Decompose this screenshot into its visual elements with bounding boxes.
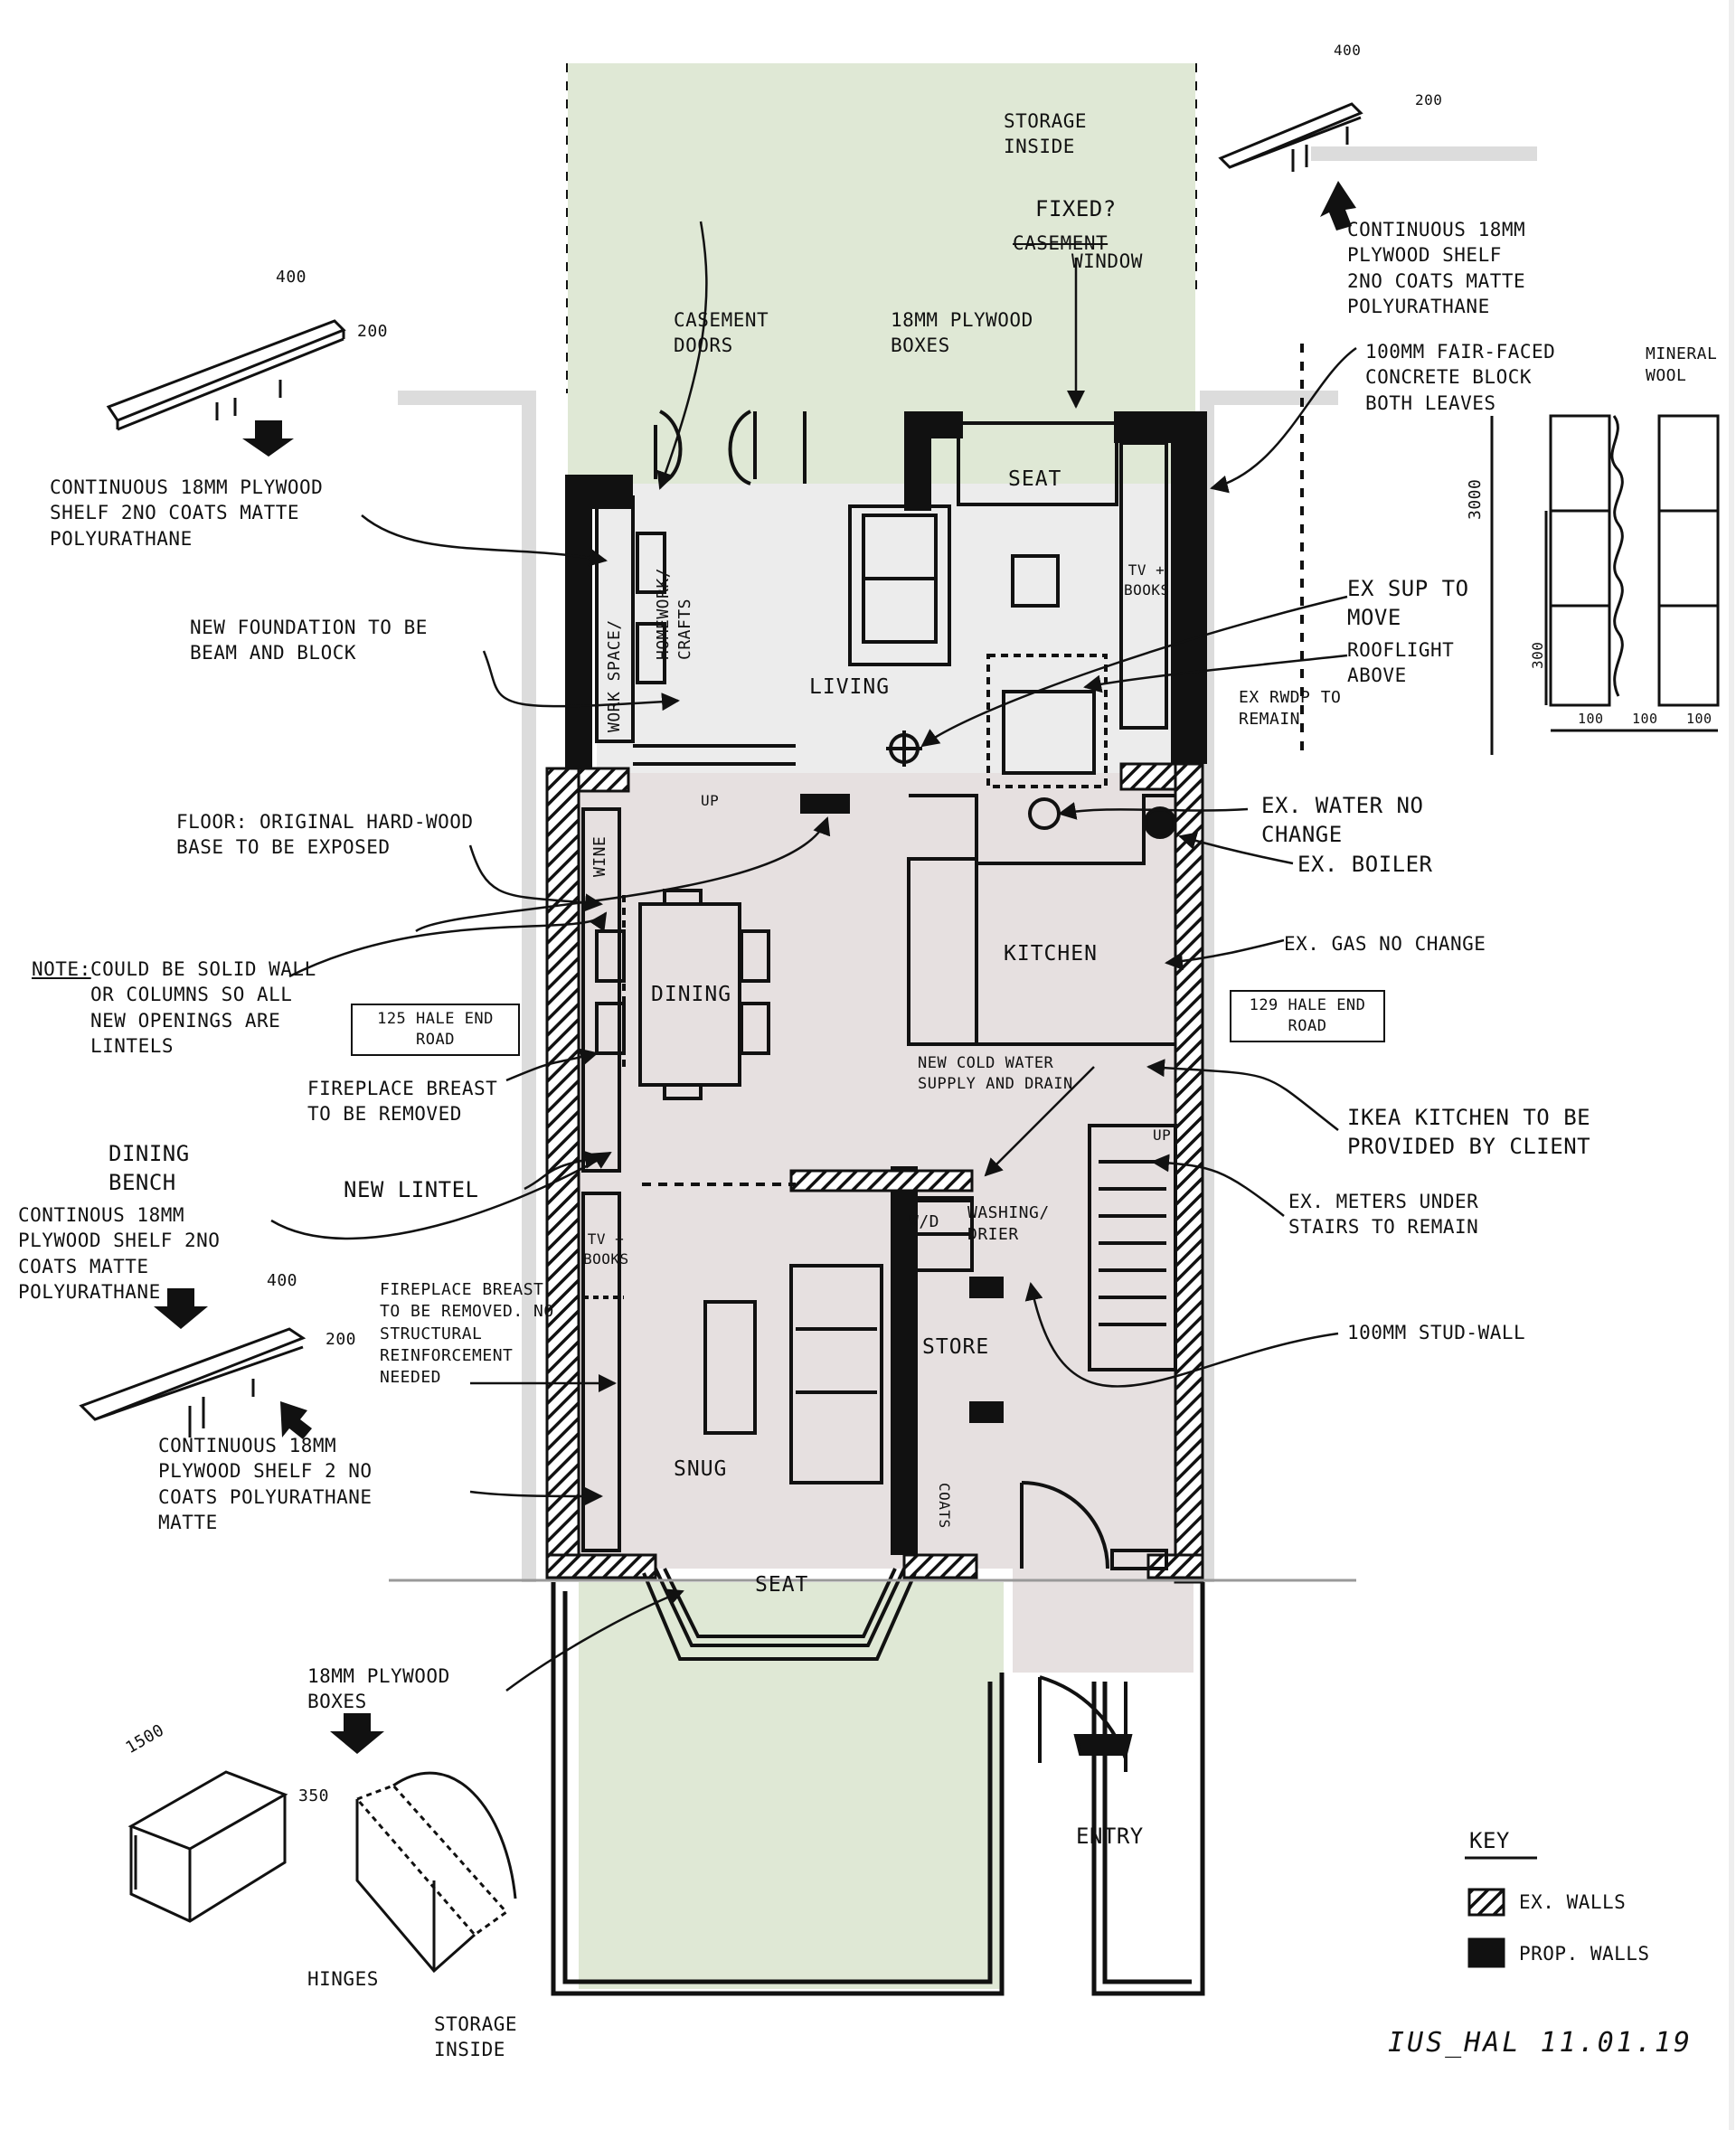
label-fireplace-2: Fireplace breast to be removed. No struc…: [380, 1280, 554, 1388]
snug-furniture: [581, 1192, 974, 1552]
label-shelf-top-left: Continuous 18mm plywood shelf 2no coats …: [50, 476, 324, 550]
label-up-1: UP: [701, 792, 720, 809]
dim-shelf-h: 200: [357, 322, 389, 341]
label-storage-inside-top: Storage inside: [1004, 110, 1088, 158]
label-plywood-boxes-top: 18mm plywood boxes: [891, 309, 1033, 357]
arrow-top-right: [1320, 181, 1356, 231]
label-mineral-wool: Mineral wool: [1646, 344, 1718, 386]
label-new-lintel: New lintel: [344, 1177, 479, 1202]
dim-d3: 100: [1686, 711, 1712, 727]
key-title: Key: [1469, 1828, 1510, 1853]
arrow-dining-bench-2: [280, 1401, 312, 1439]
label-ex-gas: Ex. gas no change: [1284, 933, 1486, 955]
key-swatches: [1465, 1856, 1537, 1968]
room-kitchen: Kitchen: [1004, 942, 1098, 966]
key-prop-walls: Prop. walls: [1519, 1943, 1650, 1965]
room-dining: Dining: [651, 983, 732, 1006]
label-rooflight: Rooflight above: [1347, 639, 1455, 687]
label-fireplace-1: Fireplace breast to be removed: [307, 1078, 498, 1126]
living-furniture: [595, 410, 1168, 788]
front-boundary: [389, 1579, 1356, 1996]
arrow-dining-bench: [154, 1288, 208, 1329]
label-dining-bench-desc: Continous 18mm plywood shelf 2no coats m…: [18, 1204, 221, 1304]
label-window: window: [1071, 250, 1143, 272]
label-casement-doors: Casement doors: [674, 309, 769, 357]
arrow-top-left: [242, 420, 294, 457]
dim-shelf-h-r: 200: [1415, 91, 1443, 108]
dim-box-h: 350: [298, 1786, 330, 1805]
room-seat-bottom: Seat: [755, 1573, 809, 1597]
shelf-sketch-top-right: [1218, 102, 1363, 172]
room-snug: Snug: [674, 1457, 728, 1481]
label-ex-boiler: Ex. Boiler: [1297, 852, 1433, 877]
hall-floor: [1013, 1569, 1194, 1673]
signature: IUS_HAL 11.01.19: [1388, 2027, 1693, 2059]
dim-d1: 100: [1578, 711, 1604, 727]
label-entry: Entry: [1076, 1824, 1144, 1849]
rear-garden: [568, 63, 1195, 484]
shelf-sketch-top-left: [106, 319, 346, 431]
room-tv-books-2: TV + Books: [583, 1230, 629, 1268]
room-homework: Homework/ crafts: [654, 567, 695, 660]
label-shelf-top-right: Continuous 18mm plywood shelf 2no coats …: [1347, 219, 1526, 318]
front-garden: [579, 1582, 1004, 1989]
room-work-space: Work space/: [605, 619, 624, 732]
wall-section-sketch: [1490, 414, 1720, 755]
label-storage-inside-lower: Storage inside: [434, 2013, 518, 2061]
label-ex-rwdp: Ex RWDP to remain: [1239, 688, 1342, 730]
dining-furniture: [581, 807, 796, 1186]
label-note-text: could be solid wall or columns so all ne…: [90, 958, 316, 1058]
arrow-plywood-box: [330, 1713, 384, 1754]
label-concrete-block: 100mm Fair-faced concrete block both lea…: [1365, 341, 1556, 414]
label-hinges: Hinges: [307, 1968, 379, 1990]
neighbour-right: 129 Hale End Road: [1230, 990, 1385, 1042]
dim-wall-h: 3000: [1466, 478, 1485, 520]
dim-shelf-w-r: 400: [1334, 42, 1362, 59]
room-coats: Coats: [936, 1483, 953, 1529]
label-fixed: Fixed?: [1035, 196, 1117, 221]
plywood-box-sketch: [127, 1770, 517, 1974]
leader-lines: [270, 221, 1357, 1692]
room-washing: Washing/ drier: [967, 1203, 1050, 1245]
label-ikea-kitchen: Ikea kitchen to be provided by client: [1347, 1105, 1591, 1160]
dim-shelf-w-l: 400: [267, 1271, 298, 1290]
label-note: Note:: [32, 958, 91, 980]
label-floor-note: Floor: original hard-wood base to be exp…: [176, 811, 474, 859]
room-seat-top: Seat: [1008, 467, 1062, 491]
key-ex-walls: Ex. walls: [1519, 1891, 1627, 1913]
label-continuous-shelf-lower: Continuous 18mm plywood shelf 2 no coats…: [158, 1435, 373, 1534]
room-wd: W/D: [909, 1212, 940, 1231]
dim-d2: 100: [1632, 711, 1658, 727]
label-casement-struck: Casement: [1013, 232, 1109, 254]
label-ex-meters: Ex. meters under stairs to remain: [1288, 1191, 1479, 1239]
neighbour-left: 125 Hale End Road: [351, 1004, 520, 1056]
room-store: Store: [922, 1335, 990, 1359]
label-up-2: UP: [1153, 1126, 1172, 1144]
label-stud-wall: 100mm stud-wall: [1347, 1322, 1526, 1343]
dim-shelf-h-l: 200: [326, 1330, 357, 1349]
label-new-cold-water: New cold water supply and drain: [918, 1054, 1073, 1093]
room-wine: Wine: [590, 835, 609, 877]
shelf-sketch-dining-bench: [79, 1327, 307, 1437]
dim-shelf-w: 400: [276, 268, 307, 287]
proposed-walls: [565, 411, 1207, 1555]
room-tv-books-1: TV + Books: [1124, 561, 1170, 598]
label-ex-sup: Ex sup to move: [1347, 576, 1469, 631]
room-living: Living: [809, 675, 891, 699]
label-new-foundation: New foundation to be beam and block: [190, 617, 428, 664]
dim-block-h: 300: [1529, 641, 1546, 669]
label-dining-bench: Dining bench: [108, 1141, 190, 1196]
label-ex-water: Ex. water no change: [1261, 793, 1424, 848]
label-plywood-boxes-lower: 18mm plywood boxes: [307, 1665, 450, 1713]
entry-door: [1020, 1481, 1168, 1772]
